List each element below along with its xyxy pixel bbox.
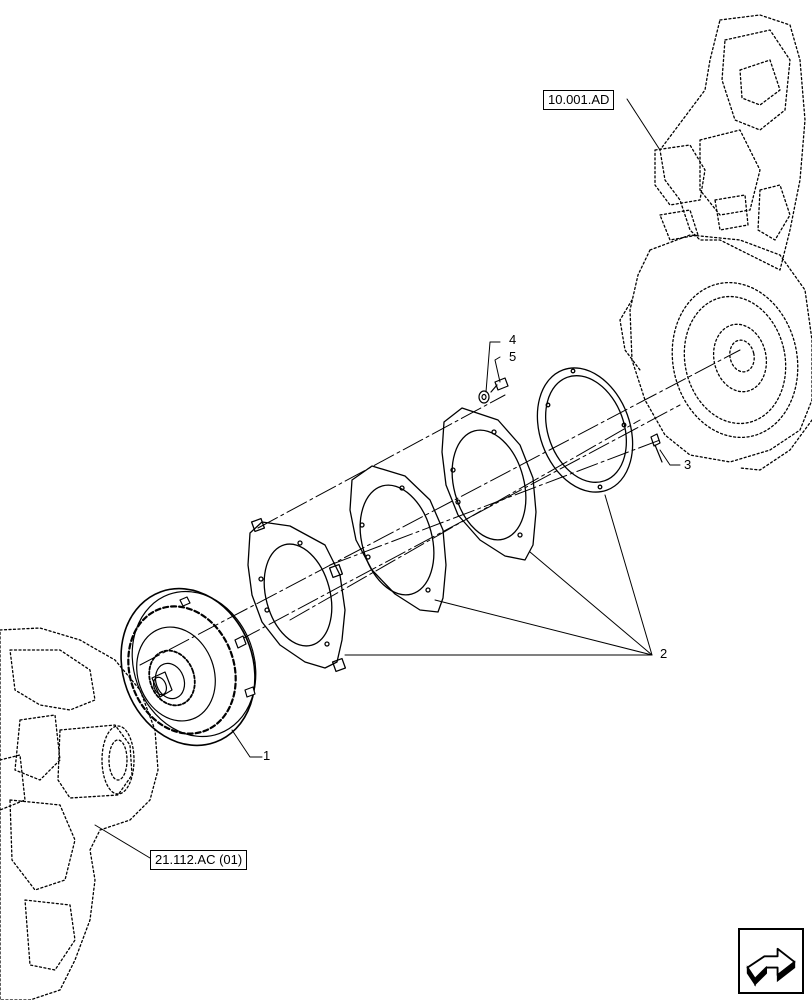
flex-plate-rear	[441, 407, 537, 561]
assembly-axis-lines	[139, 349, 741, 666]
torque-converter	[120, 587, 257, 747]
leader-lines	[94, 98, 681, 859]
callout-5: 5	[509, 349, 517, 364]
next-page-button[interactable]	[738, 928, 804, 994]
callout-2: 2	[660, 646, 668, 661]
bolt-part-3	[650, 433, 663, 463]
callout-3: 3	[684, 457, 692, 472]
transmission-reference-label[interactable]: 21.112.AC (01)	[150, 850, 248, 870]
callout-1: 1	[263, 748, 271, 763]
next-page-arrow-icon	[746, 947, 796, 987]
flex-plate-ring	[536, 367, 634, 493]
transmission-assembly	[0, 627, 159, 1000]
flex-plate-front	[247, 517, 347, 673]
engine-reference-label[interactable]: 10.001.AD	[543, 90, 615, 110]
flex-plate-middle	[349, 465, 447, 613]
engine-assembly	[619, 14, 812, 471]
callout-4: 4	[509, 332, 517, 347]
bolt-part-5	[490, 377, 509, 393]
washer-part-4	[478, 390, 490, 404]
